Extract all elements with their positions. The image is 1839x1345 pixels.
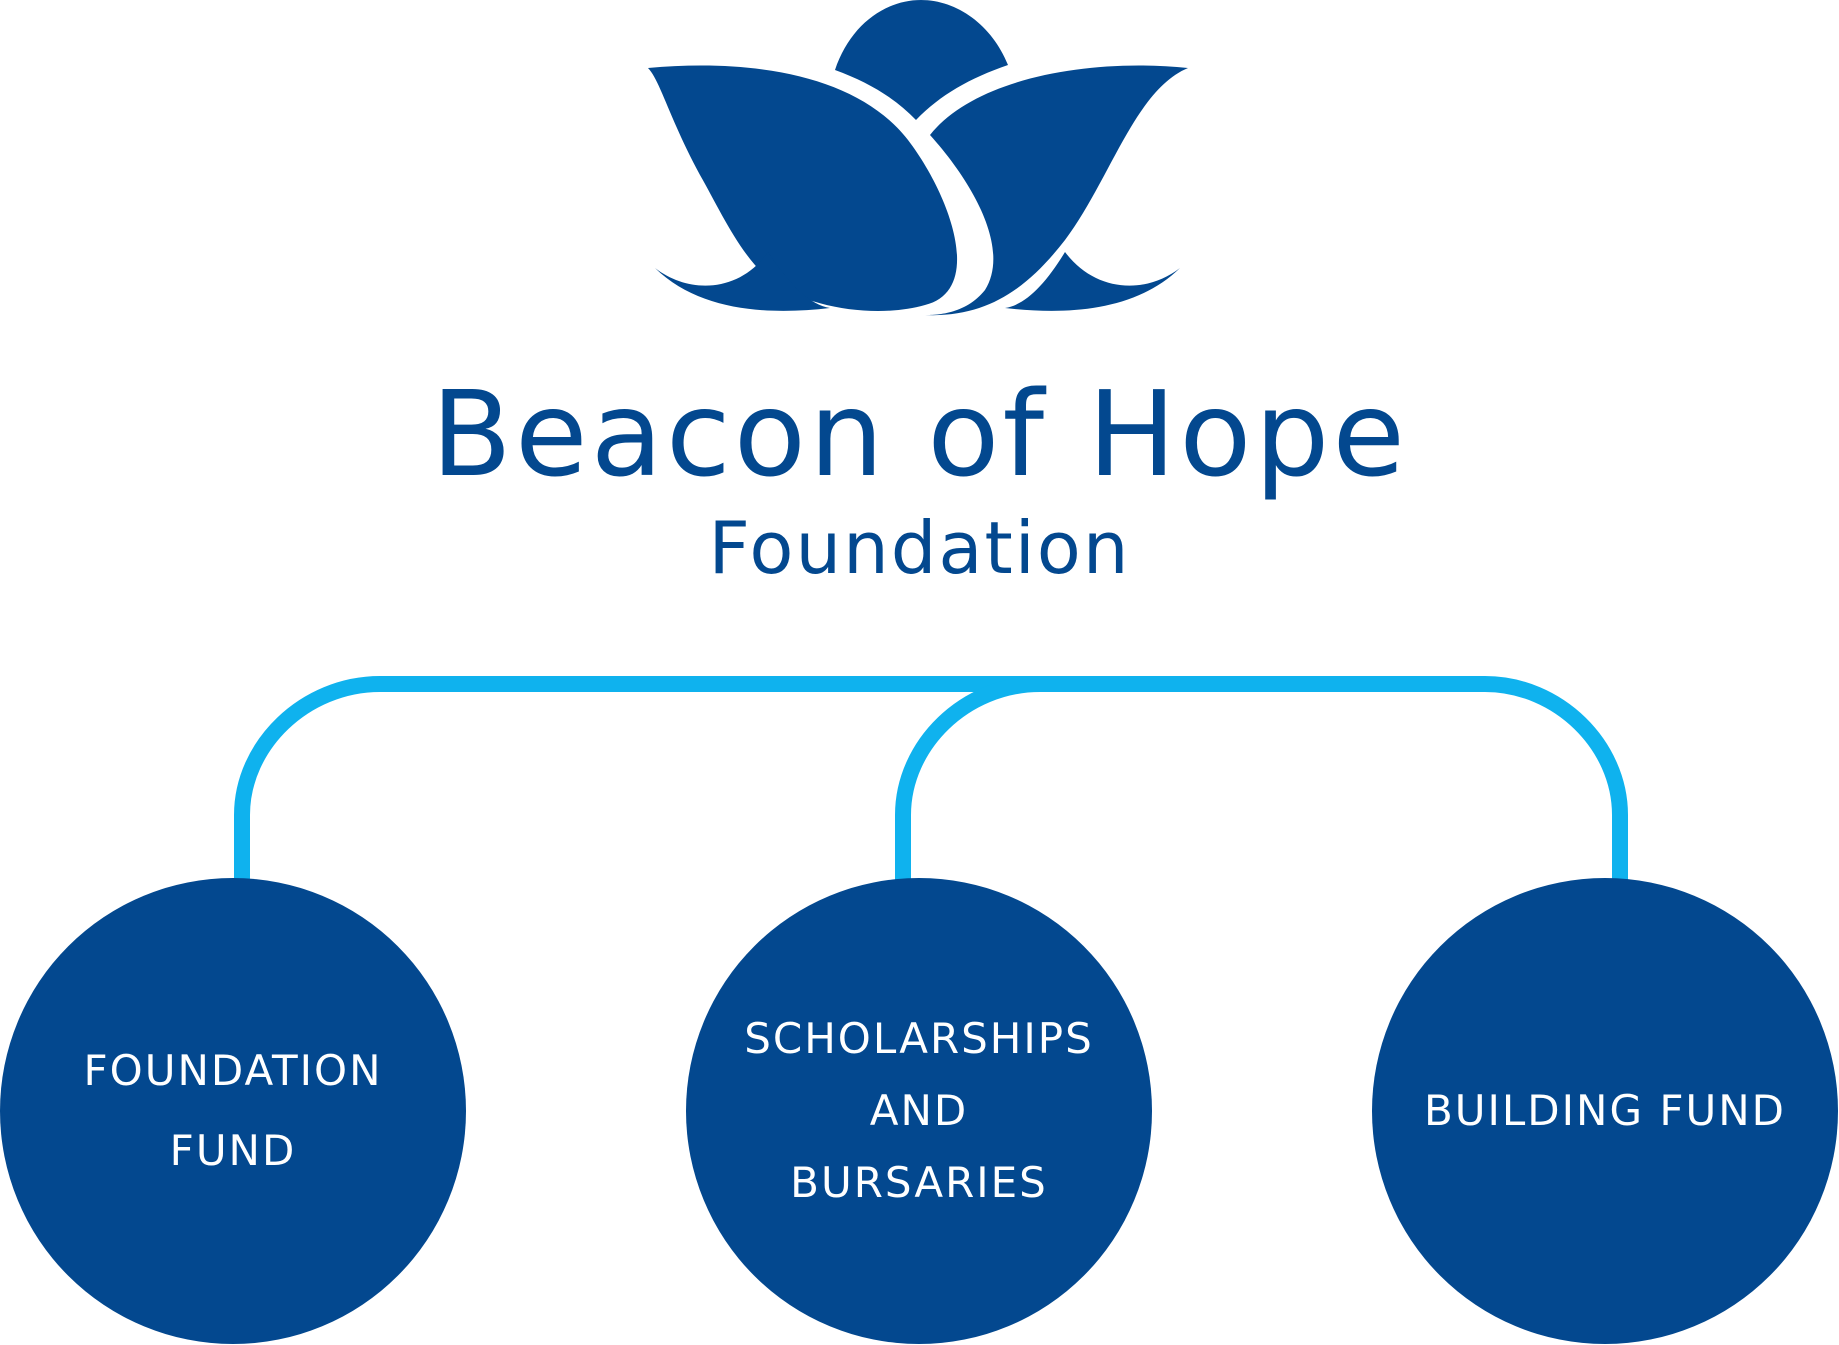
node-label-line: AND [869,1086,969,1135]
node-label: SCHOLARSHIPS AND BURSARIES [744,1003,1094,1219]
logo-left-leaf [655,252,830,311]
logo-right-petal [925,65,1188,316]
logo-right-leaf [1005,252,1180,311]
node-label-line: BURSARIES [790,1158,1048,1207]
node-scholarships-and-bursaries: SCHOLARSHIPS AND BURSARIES [686,878,1152,1344]
lotus-logo [648,0,1188,316]
node-foundation-fund: FOUNDATION FUND [0,878,466,1344]
connector-lines [234,676,1628,880]
node-label-line: SCHOLARSHIPS [744,1014,1094,1063]
node-label: BUILDING FUND [1424,1071,1786,1151]
title-main: Beacon of Hope [431,365,1408,503]
logo-bud [835,0,1008,120]
node-label-line: FUND [169,1126,297,1175]
node-building-fund: BUILDING FUND [1372,878,1838,1344]
title-subtitle: Foundation [708,506,1131,590]
node-label: FOUNDATION FUND [84,1031,383,1191]
connector-center [895,676,1628,880]
node-label-line: FOUNDATION [83,1046,383,1095]
logo-left-petal [648,65,958,312]
connector-left [234,676,1150,880]
node-label-line: BUILDING FUND [1423,1086,1787,1135]
